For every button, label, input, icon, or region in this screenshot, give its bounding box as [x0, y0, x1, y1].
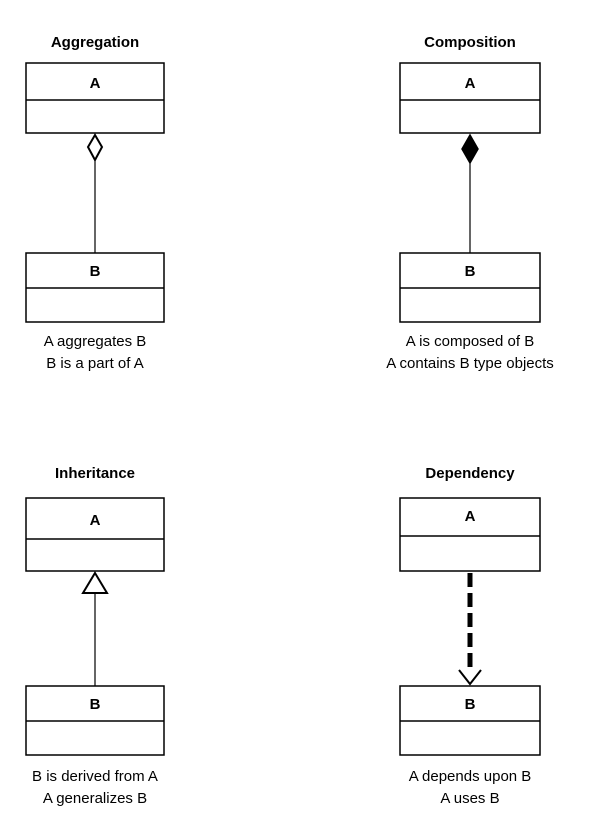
- inheritance-title: Inheritance: [55, 465, 135, 482]
- filled-diamond-icon: [461, 133, 479, 165]
- aggregation-caption-line-1: A aggregates B: [44, 333, 147, 350]
- inheritance-class-a-name: A: [90, 512, 101, 529]
- aggregation-class-a: A: [25, 62, 165, 134]
- inheritance-caption-line-2: A generalizes B: [43, 790, 147, 807]
- dependency-class-b-name: B: [465, 696, 476, 713]
- hollow-triangle-icon: [81, 571, 109, 594]
- aggregation-panel: Aggregation A B A aggregates B B is a pa…: [25, 34, 165, 372]
- composition-caption-line-2: A contains B type objects: [386, 355, 554, 372]
- inheritance-class-b: B: [25, 685, 165, 756]
- aggregation-caption-line-2: B is a part of A: [46, 355, 144, 372]
- composition-class-b: B: [399, 252, 541, 323]
- dependency-class-a: A: [399, 497, 541, 572]
- inheritance-class-b-name: B: [90, 696, 101, 713]
- aggregation-class-a-name: A: [90, 75, 101, 92]
- inheritance-class-a: A: [25, 497, 165, 572]
- composition-class-a: A: [399, 62, 541, 134]
- aggregation-class-b-name: B: [90, 263, 101, 280]
- dependency-panel: Dependency A B A depends upon B A uses B: [399, 465, 541, 807]
- dependency-class-b: B: [399, 685, 541, 756]
- dependency-caption-line-2: A uses B: [440, 790, 499, 807]
- aggregation-title: Aggregation: [51, 34, 139, 51]
- composition-title: Composition: [424, 34, 516, 51]
- inheritance-caption-line-1: B is derived from A: [32, 768, 158, 785]
- open-arrow-icon: [458, 669, 482, 686]
- aggregation-class-b: B: [25, 252, 165, 323]
- composition-class-b-name: B: [465, 263, 476, 280]
- dependency-caption-line-1: A depends upon B: [409, 768, 532, 785]
- hollow-diamond-icon: [86, 133, 104, 163]
- composition-class-a-name: A: [465, 75, 476, 92]
- inheritance-panel: Inheritance A B B is derived from A A ge…: [25, 465, 165, 807]
- dependency-title: Dependency: [425, 465, 515, 482]
- composition-panel: Composition A B A is composed of B A con…: [386, 34, 554, 372]
- composition-caption-line-1: A is composed of B: [406, 333, 534, 350]
- dependency-class-a-name: A: [465, 508, 476, 525]
